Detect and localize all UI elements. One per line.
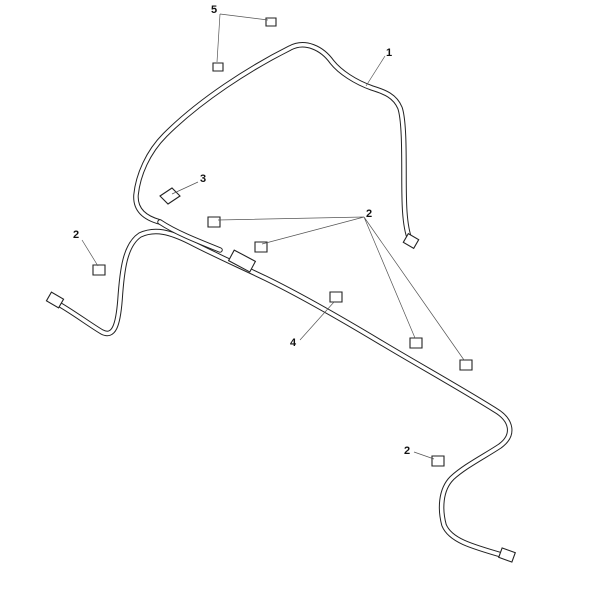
hose-4 bbox=[52, 219, 513, 559]
clip-5b bbox=[212, 62, 224, 72]
callout-3: 3 bbox=[200, 173, 206, 185]
hose-end-fitting-left bbox=[45, 291, 65, 309]
clip-2-1 bbox=[207, 216, 221, 228]
callout-4: 4 bbox=[290, 337, 297, 349]
clip-2-3 bbox=[409, 337, 423, 349]
leader-lines bbox=[81, 13, 465, 460]
clip-2-6 bbox=[431, 455, 445, 467]
hose-end-fitting-right bbox=[498, 547, 516, 563]
callout-5: 5 bbox=[211, 4, 217, 16]
fittings bbox=[45, 232, 516, 563]
hose-1 bbox=[133, 42, 413, 243]
clips bbox=[92, 17, 473, 467]
clip-2-5 bbox=[92, 264, 106, 276]
clip-4 bbox=[329, 291, 343, 303]
clip-2-4 bbox=[459, 359, 473, 371]
callouts: 5 1 3 2 2 4 2 bbox=[73, 4, 410, 457]
clip-5a bbox=[265, 17, 277, 27]
clip-2-2 bbox=[254, 241, 268, 253]
callout-1: 1 bbox=[386, 47, 392, 59]
callout-2-upper: 2 bbox=[366, 208, 372, 220]
hose-end-fitting-top bbox=[402, 232, 420, 250]
clip-3 bbox=[159, 187, 181, 205]
callout-2-left: 2 bbox=[73, 229, 79, 241]
callout-2-lower: 2 bbox=[404, 445, 410, 457]
inline-connector bbox=[227, 249, 257, 273]
